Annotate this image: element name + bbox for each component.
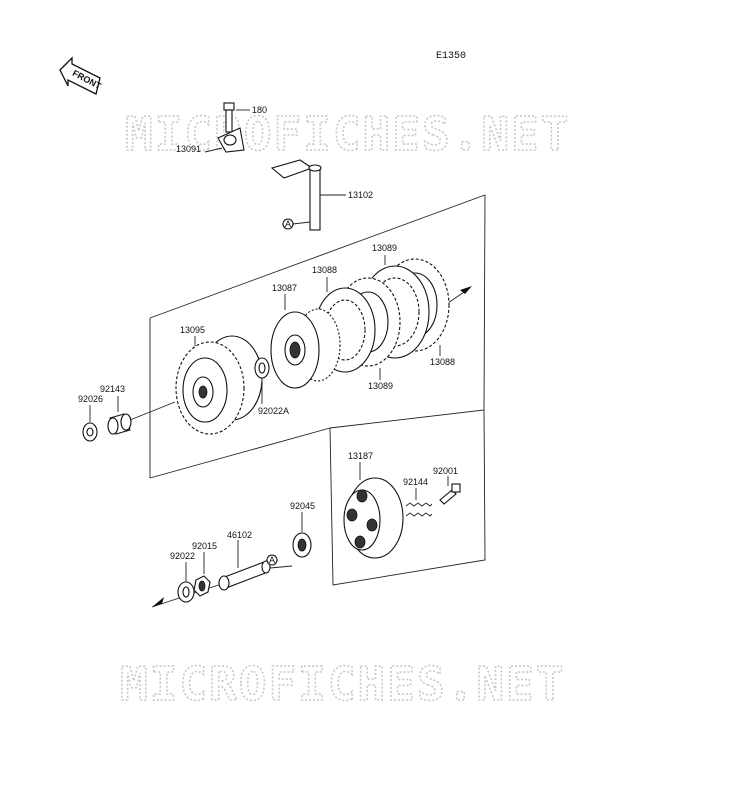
label-13095: 13095 bbox=[180, 325, 205, 335]
release-shaft-13102[interactable] bbox=[270, 159, 322, 231]
watermark-bottom: MICROFICHES.NET bbox=[120, 657, 565, 711]
spring-92144[interactable] bbox=[405, 502, 433, 517]
assembly-frame bbox=[149, 194, 486, 608]
bolt-180[interactable] bbox=[223, 102, 235, 133]
watermark-top: MICROFICHES.NET bbox=[125, 107, 570, 161]
label-92015: 92015 bbox=[192, 541, 217, 551]
label-13091: 13091 bbox=[176, 144, 201, 154]
nut-92015[interactable] bbox=[193, 575, 211, 597]
washer-92022A[interactable] bbox=[254, 357, 270, 379]
label-13088-bottom: 13088 bbox=[430, 357, 455, 367]
bolt-92001[interactable] bbox=[439, 483, 461, 505]
label-13187: 13187 bbox=[348, 451, 373, 461]
clutch-housing-13095[interactable] bbox=[175, 335, 263, 435]
label-13089-bottom: 13089 bbox=[368, 381, 393, 391]
bushing-92143[interactable] bbox=[107, 413, 132, 435]
label-180: 180 bbox=[252, 105, 267, 115]
label-13087: 13087 bbox=[272, 283, 297, 293]
label-46102: 46102 bbox=[227, 530, 252, 540]
label-92001: 92001 bbox=[433, 466, 458, 476]
bracket-13091[interactable] bbox=[217, 127, 245, 153]
label-92045: 92045 bbox=[290, 501, 315, 511]
label-13089-top: 13089 bbox=[372, 243, 397, 253]
pressure-plate-13187[interactable] bbox=[343, 477, 404, 559]
ref-marker-a-bottom: A bbox=[269, 555, 275, 565]
label-92022: 92022 bbox=[170, 551, 195, 561]
front-arrow-icon: FRONT bbox=[59, 56, 103, 95]
label-13088-top: 13088 bbox=[312, 265, 337, 275]
push-rod-46102[interactable] bbox=[218, 560, 271, 591]
label-92022A: 92022A bbox=[258, 406, 289, 416]
washer-92022[interactable] bbox=[177, 581, 195, 603]
label-13102: 13102 bbox=[348, 190, 373, 200]
label-92026: 92026 bbox=[78, 394, 103, 404]
label-92143: 92143 bbox=[100, 384, 125, 394]
ref-marker-a-top: A bbox=[285, 219, 291, 229]
clutch-hub-13087[interactable] bbox=[270, 308, 341, 389]
label-92144: 92144 bbox=[403, 477, 428, 487]
diagram-code: E1350 bbox=[436, 51, 466, 62]
bearing-92045[interactable] bbox=[292, 532, 312, 558]
washer-92026[interactable] bbox=[82, 422, 98, 442]
